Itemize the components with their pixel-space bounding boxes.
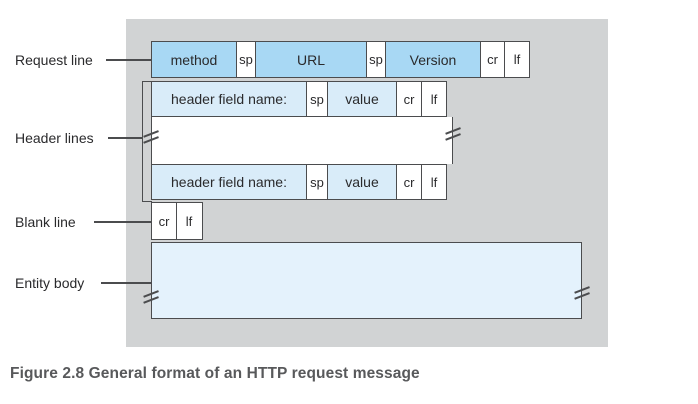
header-line-row-2: header field name: sp value cr lf [151, 164, 447, 200]
sp-cell: sp [305, 164, 329, 200]
lf-cell: lf [175, 202, 203, 240]
header-lines-leader [108, 137, 142, 139]
lf-cell: lf [504, 41, 530, 78]
sp-cell: sp [305, 81, 329, 117]
header-lines-bracket [142, 81, 152, 202]
url-cell: URL [255, 41, 367, 78]
request-line-label: Request line [15, 52, 93, 68]
cr-cell: cr [395, 81, 423, 117]
value-cell: value [327, 164, 397, 200]
lf-cell: lf [421, 81, 447, 117]
request-line-row: method sp URL sp Version cr lf [151, 41, 530, 78]
header-lines-continuation-band [151, 117, 453, 164]
lf-cell: lf [421, 164, 447, 200]
break-mark-icon [142, 290, 160, 304]
cr-cell: cr [151, 202, 177, 240]
cr-cell: cr [479, 41, 506, 78]
figure-caption: Figure 2.8 General format of an HTTP req… [10, 365, 420, 382]
header-field-name-cell: header field name: [151, 164, 307, 200]
request-line-leader [106, 59, 151, 61]
cr-cell: cr [395, 164, 423, 200]
value-cell: value [327, 81, 397, 117]
header-line-row-1: header field name: sp value cr lf [151, 81, 447, 117]
break-mark-icon [444, 127, 462, 141]
break-mark-icon [573, 286, 591, 300]
sp-cell: sp [365, 41, 387, 78]
entity-body-leader [101, 282, 151, 284]
header-lines-label: Header lines [15, 130, 94, 146]
break-mark-icon [142, 130, 160, 144]
version-cell: Version [385, 41, 481, 78]
blank-line-label: Blank line [15, 214, 76, 230]
blank-line-row: cr lf [151, 202, 203, 240]
header-field-name-cell: header field name: [151, 81, 307, 117]
blank-line-leader [94, 221, 151, 223]
entity-body-box [151, 242, 582, 319]
entity-body-label: Entity body [15, 275, 85, 291]
sp-cell: sp [235, 41, 257, 78]
method-cell: method [151, 41, 237, 78]
